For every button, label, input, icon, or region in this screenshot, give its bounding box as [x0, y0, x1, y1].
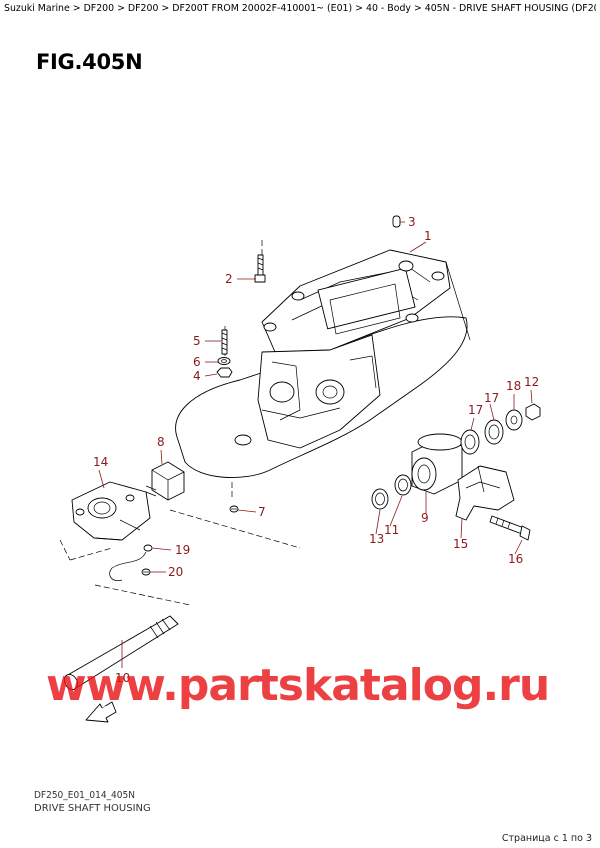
callout-numbers: 3 1 2 5 6 4 8 14 7 19 20 9 11 13 17 17 1…	[93, 215, 539, 685]
callout-4[interactable]: 4	[193, 369, 201, 383]
bolt-2	[254, 254, 266, 283]
callout-15[interactable]: 15	[453, 537, 468, 551]
ring-17	[460, 429, 480, 455]
clamp-15	[455, 465, 515, 521]
nut-4	[216, 367, 233, 378]
sensor-8	[145, 461, 185, 501]
drive-shaft-housing	[175, 249, 471, 479]
callout-20[interactable]: 20	[168, 565, 183, 579]
washer-18	[505, 409, 523, 431]
page-indicator: Страница с 1 по 3	[501, 833, 592, 844]
callout-12[interactable]: 12	[524, 375, 539, 389]
figure-title: FIG.405N	[36, 50, 143, 74]
callout-10[interactable]: 10	[115, 671, 130, 685]
callout-16[interactable]: 16	[508, 552, 523, 566]
leader-lines	[98, 221, 533, 668]
callout-17a[interactable]: 17	[468, 403, 483, 417]
breadcrumb[interactable]: Suzuki Marine > DF200 > DF200 > DF200T F…	[4, 3, 596, 14]
callout-17b[interactable]: 17	[484, 391, 499, 405]
ring-17b	[484, 419, 504, 445]
callout-7[interactable]: 7	[258, 505, 266, 519]
callout-19[interactable]: 19	[175, 543, 190, 557]
fwd-arrow: FWD	[85, 701, 117, 723]
bushing-9	[411, 433, 463, 495]
washer-6	[217, 357, 231, 365]
stud-5	[221, 329, 228, 355]
nut-12	[525, 403, 541, 421]
callout-13[interactable]: 13	[369, 532, 384, 546]
callout-14[interactable]: 14	[93, 455, 108, 469]
watermark: www.partskatalog.ru	[46, 660, 549, 711]
bracket-14	[71, 481, 151, 541]
o-ring-13	[371, 488, 389, 510]
screw-20	[141, 568, 151, 576]
figure-name: DRIVE SHAFT HOUSING	[34, 803, 151, 814]
callout-3[interactable]: 3	[408, 215, 416, 229]
bolt-16	[489, 515, 531, 541]
o-ring-11	[394, 474, 412, 496]
figure-code: DF250_E01_014_405N	[34, 790, 135, 801]
callout-9[interactable]: 9	[421, 511, 429, 525]
callout-2[interactable]: 2	[225, 272, 233, 286]
dowel-pin-3	[392, 215, 401, 228]
callout-1[interactable]: 1	[424, 229, 432, 243]
callout-6[interactable]: 6	[193, 355, 201, 369]
callout-5[interactable]: 5	[193, 334, 201, 348]
callout-8[interactable]: 8	[157, 435, 165, 449]
screw-7	[229, 505, 239, 513]
callout-11[interactable]: 11	[384, 523, 399, 537]
callout-18[interactable]: 18	[506, 379, 521, 393]
